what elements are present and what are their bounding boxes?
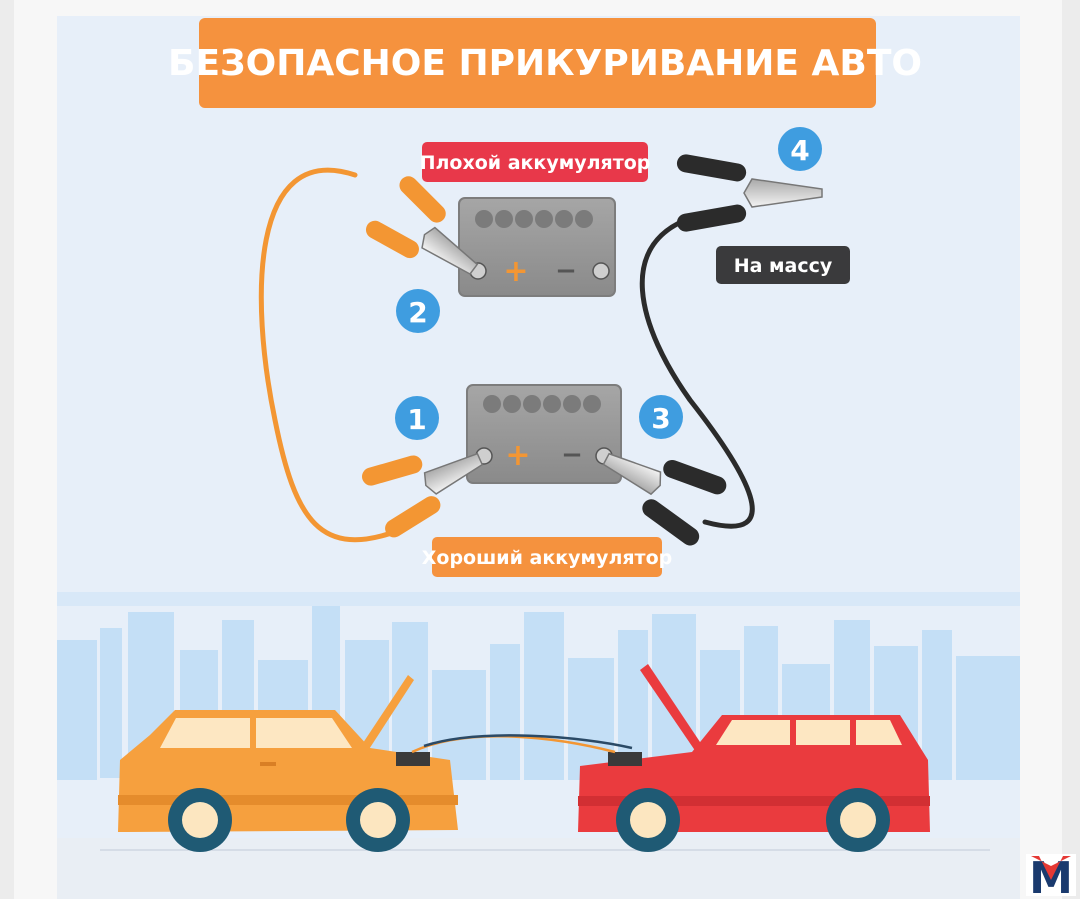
orange-cable — [258, 167, 403, 543]
step-badge-4: 4 — [778, 127, 822, 171]
title-banner: БЕЗОПАСНОЕ ПРИКУРИВАНИЕ АВТО — [168, 18, 922, 108]
step-badge-1: 1 — [395, 396, 439, 440]
ground-label: На массу — [716, 246, 850, 284]
orange-clamp-bad-plus — [365, 176, 479, 275]
bad-battery-label: Плохой аккумулятор — [420, 142, 651, 182]
good-battery: + − — [466, 384, 622, 484]
black-clamp-good-minus — [602, 452, 727, 546]
svg-text:4: 4 — [790, 134, 809, 167]
svg-text:2: 2 — [408, 296, 427, 329]
battery-cells — [475, 210, 593, 228]
orange-car — [118, 675, 458, 852]
plus-sign: + — [503, 254, 528, 289]
svg-text:1: 1 — [407, 403, 426, 436]
page-title: БЕЗОПАСНОЕ ПРИКУРИВАНИЕ АВТО — [168, 43, 922, 84]
brand-logo: M — [1026, 853, 1076, 899]
good-battery-label: Хороший аккумулятор — [422, 537, 672, 577]
black-cable — [639, 212, 755, 529]
minus-terminal — [592, 262, 610, 280]
minus-sign: − — [561, 440, 583, 470]
svg-text:Плохой аккумулятор: Плохой аккумулятор — [420, 152, 651, 174]
step-badge-3: 3 — [639, 395, 683, 439]
black-clamp-ground — [676, 154, 823, 232]
bad-battery: + − — [458, 197, 616, 297]
step-badge-2: 2 — [396, 289, 440, 333]
svg-text:3: 3 — [651, 402, 670, 435]
orange-clamp-good-plus — [362, 452, 484, 538]
car-black-cable — [423, 734, 633, 750]
battery-cells — [483, 395, 601, 413]
plus-sign: + — [505, 438, 530, 473]
svg-text:Хороший аккумулятор: Хороший аккумулятор — [422, 547, 672, 569]
minus-sign: − — [555, 256, 577, 286]
red-car — [578, 664, 930, 852]
svg-text:На массу: На массу — [734, 255, 833, 277]
